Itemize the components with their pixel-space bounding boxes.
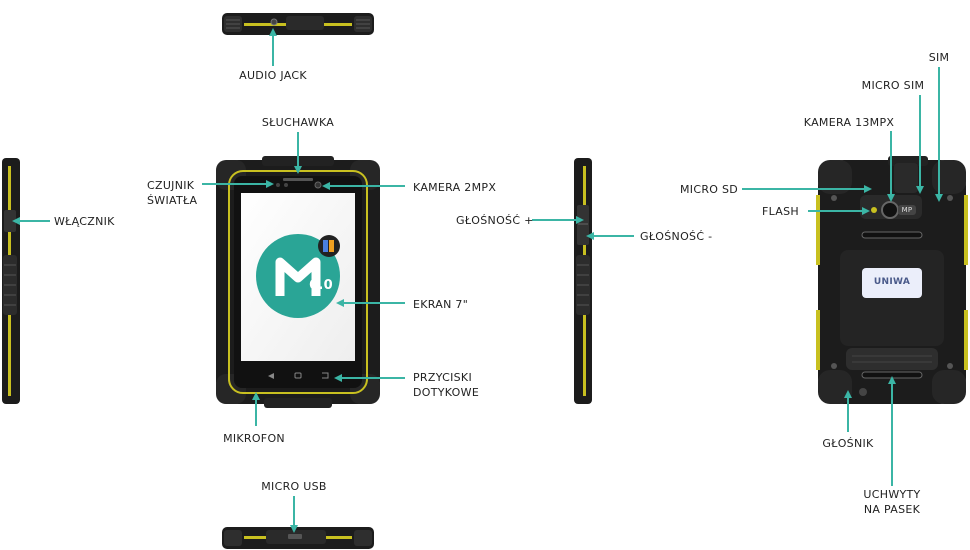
label-ekran: EKRAN 7" <box>413 298 469 311</box>
label-micro-usb: MICRO USB <box>261 480 327 493</box>
front-view <box>216 156 380 408</box>
label-glosnik: GŁOŚNIK <box>822 437 874 450</box>
back-view <box>816 156 968 404</box>
label-sim: SIM <box>928 51 950 64</box>
label-flash: FLASH <box>762 205 799 218</box>
label-micro-sd: MICRO SD <box>680 183 739 196</box>
label-audio-jack: AUDIO JACK <box>239 69 307 82</box>
label-micro-sim: MICRO SIM <box>861 79 925 92</box>
flash-badge: MP <box>901 206 913 214</box>
label-uchwyty-1: UCHWYTY <box>863 488 921 501</box>
callout-arrows <box>12 28 943 533</box>
brand-logo-text: UNIWA <box>873 277 911 287</box>
label-uchwyty-2: NA PASEK <box>863 503 921 516</box>
label-czujnik-1: CZUJNIK <box>147 179 195 192</box>
version-logo-text: 6.0 <box>309 278 333 293</box>
label-mikrofon: MIKROFON <box>223 432 285 445</box>
label-glosnosc-minus: GŁOŚNOŚĆ - <box>640 230 713 243</box>
left-side-view <box>2 158 20 404</box>
label-glosnosc-plus: GŁOŚNOŚĆ + <box>456 214 534 227</box>
label-przyciski-1: PRZYCISKI <box>413 371 472 384</box>
label-wlacznik: WŁĄCZNIK <box>54 215 115 228</box>
label-kamera-2mpx: KAMERA 2MPX <box>413 181 497 194</box>
label-przyciski-2: DOTYKOWE <box>413 386 480 399</box>
bottom-edge-view <box>222 527 374 549</box>
right-side-view <box>574 158 592 404</box>
top-edge-view <box>222 13 374 35</box>
label-sluchawka: SŁUCHAWKA <box>261 116 335 129</box>
label-kamera-13mpx: KAMERA 13MPX <box>803 116 895 129</box>
label-czujnik-2: ŚWIATŁA <box>147 194 198 207</box>
